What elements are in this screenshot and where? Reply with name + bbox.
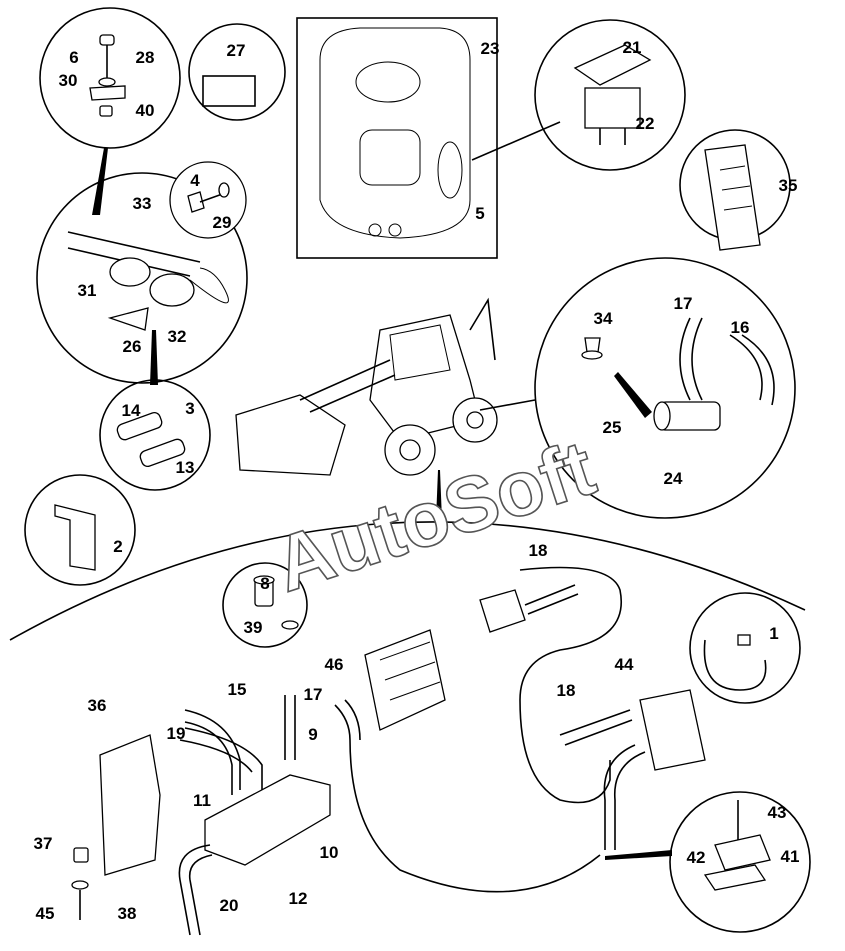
valve-block bbox=[639, 689, 706, 771]
callout-number: 34 bbox=[594, 309, 613, 328]
hose bbox=[524, 584, 579, 615]
callout-number: 16 bbox=[731, 318, 750, 337]
hose bbox=[349, 739, 601, 893]
callout-number: 42 bbox=[687, 848, 706, 867]
callout-number: 17 bbox=[674, 294, 693, 313]
callout-number: 30 bbox=[59, 71, 78, 90]
callout-number: 11 bbox=[193, 791, 211, 810]
leader-wedge bbox=[436, 470, 442, 520]
callout-number: 43 bbox=[768, 803, 787, 822]
detail-circle-bush bbox=[222, 562, 308, 648]
detail-circle-couplings bbox=[36, 172, 248, 384]
detail-circle-bracket bbox=[24, 474, 136, 586]
callout-number: 28 bbox=[136, 48, 155, 67]
callout-number: 32 bbox=[168, 327, 187, 346]
callout-number: 38 bbox=[118, 904, 137, 923]
callout-number: 24 bbox=[664, 469, 683, 488]
adapter bbox=[479, 589, 526, 633]
elbow-46 bbox=[334, 699, 361, 741]
callout-number: 3 bbox=[185, 399, 194, 418]
backhoe-loader bbox=[235, 297, 498, 476]
hose bbox=[179, 727, 263, 790]
callout-number: 1 bbox=[769, 624, 778, 643]
callout-number: 37 bbox=[34, 834, 53, 853]
hose bbox=[184, 709, 241, 795]
callout-number: 9 bbox=[308, 725, 317, 744]
control-valve bbox=[364, 629, 446, 731]
manifold-block bbox=[204, 774, 331, 866]
callout-number: 21 bbox=[623, 38, 642, 57]
callout-number: 45 bbox=[36, 904, 55, 923]
cab-inset bbox=[296, 17, 498, 259]
callout-number: 31 bbox=[78, 281, 97, 300]
leader-wedge bbox=[150, 330, 158, 385]
detail-circle-switch bbox=[534, 19, 686, 171]
hydraulic-section-arc bbox=[9, 521, 806, 641]
callout-number: 33 bbox=[133, 194, 152, 213]
hose bbox=[178, 844, 213, 936]
detail-circle-valve bbox=[534, 257, 796, 519]
detail-circle-connectors bbox=[99, 379, 211, 491]
callout-number: 18 bbox=[529, 541, 548, 560]
hose bbox=[559, 709, 633, 746]
callout-number: 13 bbox=[176, 458, 195, 477]
leader-wedge bbox=[605, 850, 672, 860]
callout-number: 18 bbox=[557, 681, 576, 700]
callout-number: 10 bbox=[320, 843, 339, 862]
hose bbox=[519, 566, 622, 804]
callout-number: 25 bbox=[603, 418, 622, 437]
callout-number: 46 bbox=[325, 655, 344, 674]
callout-number: 12 bbox=[289, 889, 308, 908]
hose bbox=[284, 695, 296, 760]
callout-number: 44 bbox=[615, 655, 634, 674]
callout-number: 40 bbox=[136, 101, 155, 120]
callout-number: 23 bbox=[481, 39, 500, 58]
callout-number: 17 bbox=[304, 685, 323, 704]
callout-number: 22 bbox=[636, 114, 655, 133]
detail-circle-label-27 bbox=[188, 23, 286, 121]
callout-number: 39 bbox=[244, 618, 263, 637]
callout-number: 36 bbox=[88, 696, 107, 715]
detail-circle-tie bbox=[689, 592, 801, 704]
detail-circle-bolt bbox=[169, 161, 247, 239]
bolt-37 bbox=[73, 847, 89, 863]
detail-circle-clamp bbox=[39, 7, 181, 149]
callout-number: 6 bbox=[69, 48, 78, 67]
hose bbox=[603, 744, 646, 850]
leader-line bbox=[479, 399, 536, 411]
callout-number: 41 bbox=[781, 847, 800, 866]
callout-number: 2 bbox=[113, 537, 122, 556]
detail-circle-manual bbox=[679, 129, 791, 251]
callout-number: 35 bbox=[779, 176, 798, 195]
callout-number: 8 bbox=[260, 574, 269, 593]
callout-number: 29 bbox=[213, 213, 232, 232]
callout-number: 26 bbox=[123, 337, 142, 356]
callout-number: 14 bbox=[122, 401, 141, 420]
callout-number: 19 bbox=[167, 724, 186, 743]
leader-wedge bbox=[614, 372, 652, 418]
callout-number: 27 bbox=[227, 41, 246, 60]
mounting-plate bbox=[99, 734, 161, 876]
callout-number: 5 bbox=[475, 204, 484, 223]
callout-number: 4 bbox=[190, 171, 200, 190]
leader-line bbox=[471, 121, 561, 161]
detail-circle-clamp-43 bbox=[669, 791, 811, 933]
callout-number: 20 bbox=[220, 896, 239, 915]
callout-number: 15 bbox=[228, 680, 247, 699]
